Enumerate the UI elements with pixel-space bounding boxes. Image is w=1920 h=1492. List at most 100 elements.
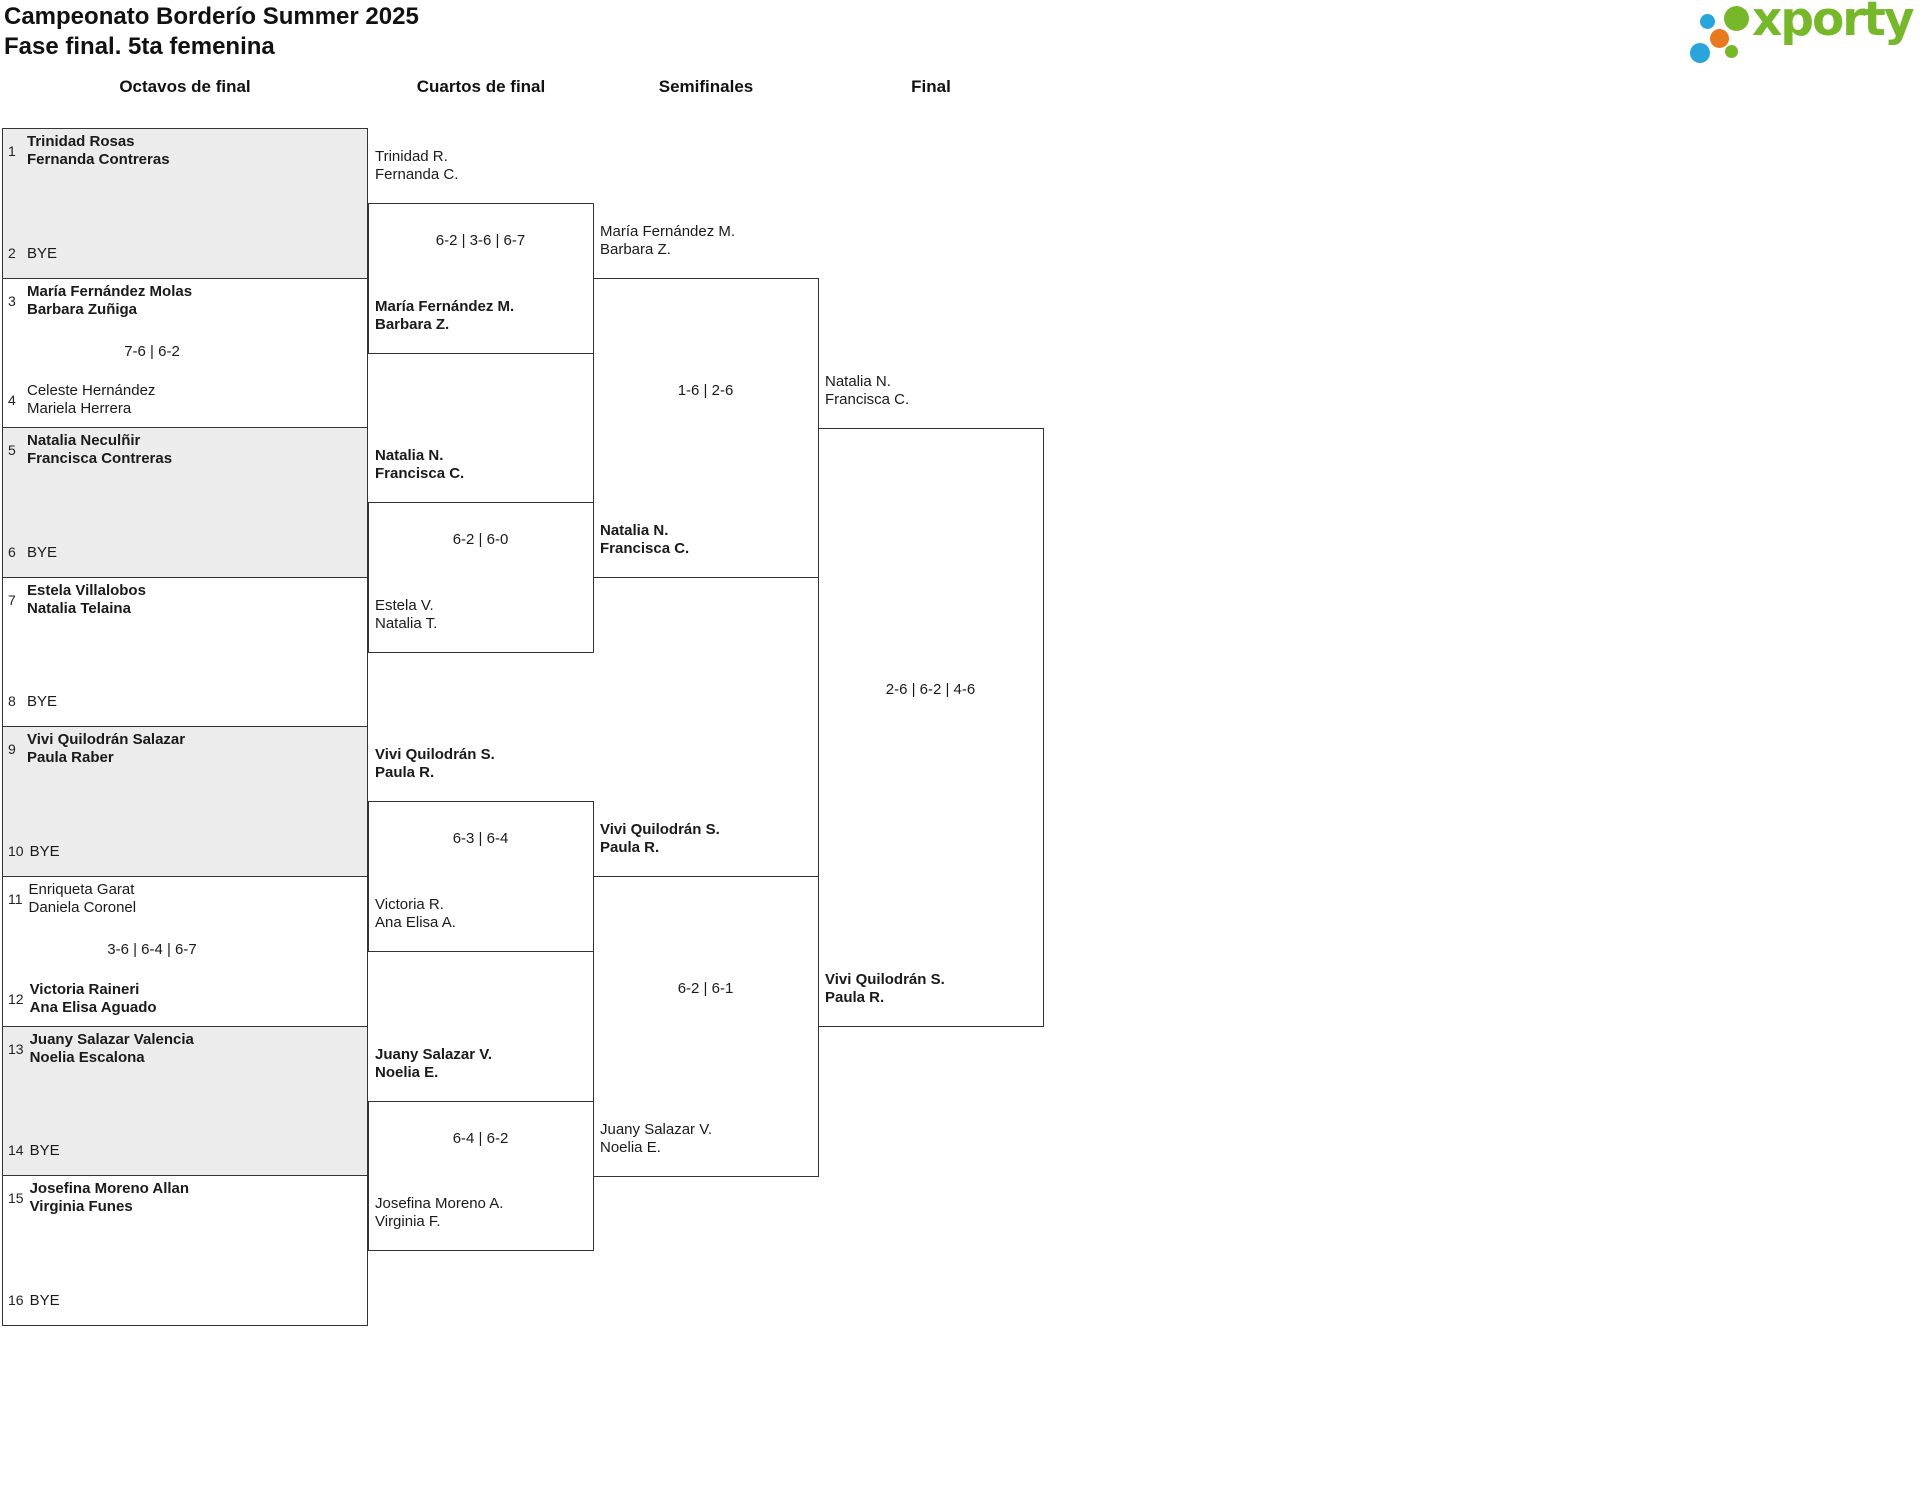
team-name-line: Virginia F. [375,1212,441,1230]
team-name-line: Natalia Neculñir [27,432,141,449]
bye-label: BYE [29,842,60,860]
seed-number: 6 [8,544,16,560]
team-label-bottom: Natalia N.Francisca C. [600,522,689,557]
octavos-match-box [2,577,368,727]
page-header: Campeonato Borderío Summer 2025 Fase fin… [4,2,419,62]
logo-dot-blue-small-icon [1700,14,1715,29]
seed-number: 12 [8,990,24,1007]
team-name-line: Daniela Coronel [28,898,137,916]
team-name-line: Juany Salazar Valencia [29,1031,194,1048]
round-header-cuartos: Cuartos de final [416,77,546,96]
bye-label: BYE [29,1291,60,1309]
seed-number: 3 [8,292,16,309]
round-header-octavos: Octavos de final [119,77,251,96]
team-label-top: Juany Salazar V.Noelia E. [375,1046,492,1081]
tournament-title: Campeonato Borderío Summer 2025 [4,3,419,30]
seed-number: 15 [8,1189,24,1206]
logo-dot-orange-icon [1710,29,1729,48]
team-name-line: Paula R. [375,763,435,781]
seed-number: 7 [8,591,16,608]
bye-label: BYE [27,543,58,561]
team-name-line: Vivi Quilodrán S. [375,746,495,763]
octavos-match-box [2,1175,368,1326]
bye-label: BYE [27,244,58,262]
team-name-line: María Fernández M. [375,298,515,315]
team-name-line: Natalia T. [375,614,438,632]
team-name-line: Noelia Escalona [29,1048,145,1066]
team-name-line: Vivi Quilodrán Salazar [27,731,186,748]
match-score: 1-6 | 2-6 [677,381,734,399]
octavos-match-box [2,876,368,1027]
team-name-line: Estela V. [375,597,434,614]
team-name-line: Josefina Moreno A. [375,1195,504,1212]
seed-number: 10 [8,843,24,859]
team-name-line: Natalia Telaina [27,599,131,617]
team-name-line: Fernanda C. [375,165,459,183]
team-name-line: Paula R. [825,988,885,1006]
team-name-line: Ana Elisa Aguado [29,998,157,1016]
bye-label: BYE [29,1141,60,1159]
seed-number: 9 [8,740,16,757]
team-label-bottom: Juany Salazar V.Noelia E. [600,1121,712,1156]
seed-number: 14 [8,1142,24,1158]
seed-number: 5 [8,441,16,458]
team-name-line: Natalia N. [825,373,891,390]
team-name-line: Francisca C. [825,390,910,408]
team-name-line: Josefina Moreno Allan [29,1180,190,1197]
match-score: 6-2 | 6-0 [452,531,509,548]
team-name-line: Celeste Hernández [27,382,156,399]
team-name-line: Paula Raber [27,748,114,766]
team-label-top: Vivi Quilodrán S.Paula R. [375,746,495,781]
team-name-line: Vivi Quilodrán S. [600,821,720,838]
team-name-line: Estela Villalobos [27,582,146,599]
category-subtitle: Fase final. 5ta femenina [4,33,275,60]
team-name-line: Barbara Z. [600,240,671,258]
xporty-logo[interactable]: xporty [1686,0,1920,70]
team-name-line: Trinidad R. [375,148,448,165]
match-score: 6-2 | 3-6 | 6-7 [435,232,526,249]
bye-label: BYE [27,692,58,710]
team-name-line: Mariela Herrera [27,399,132,417]
team-label-top: Natalia N.Francisca C. [375,447,464,482]
team-label-bottom: Estela V.Natalia T. [375,597,437,632]
team-name-line: María Fernández Molas [27,283,193,300]
team-label-bottom: Josefina Moreno A.Virginia F. [375,1195,503,1230]
team-name-line: Barbara Zuñiga [27,300,138,318]
team-label-top: Vivi Quilodrán S.Paula R. [600,821,720,856]
match-score: 6-3 | 6-4 [452,830,509,847]
team-name-line: Francisca C. [375,464,465,482]
team-name-line: Barbara Z. [375,315,450,333]
logo-dot-green-small-icon [1725,45,1738,58]
team-label-bottom: María Fernández M.Barbara Z. [375,298,514,333]
seed-number: 1 [8,142,16,159]
octavos-match-box [2,128,368,279]
team-label-top: María Fernández M.Barbara Z. [600,223,735,258]
team-label-bottom: Victoria R.Ana Elisa A. [375,896,456,931]
team-name-line: María Fernández M. [600,223,736,240]
team-name-line: Victoria R. [375,896,444,913]
bracket-slot-bottom: 10 BYE [8,842,60,860]
match-score: 6-2 | 6-1 [677,980,734,997]
round-header-semifinales: Semifinales [658,77,754,96]
bracket-slot-bottom: 14 BYE [8,1141,60,1159]
match-score: 6-4 | 6-2 [452,1129,509,1147]
